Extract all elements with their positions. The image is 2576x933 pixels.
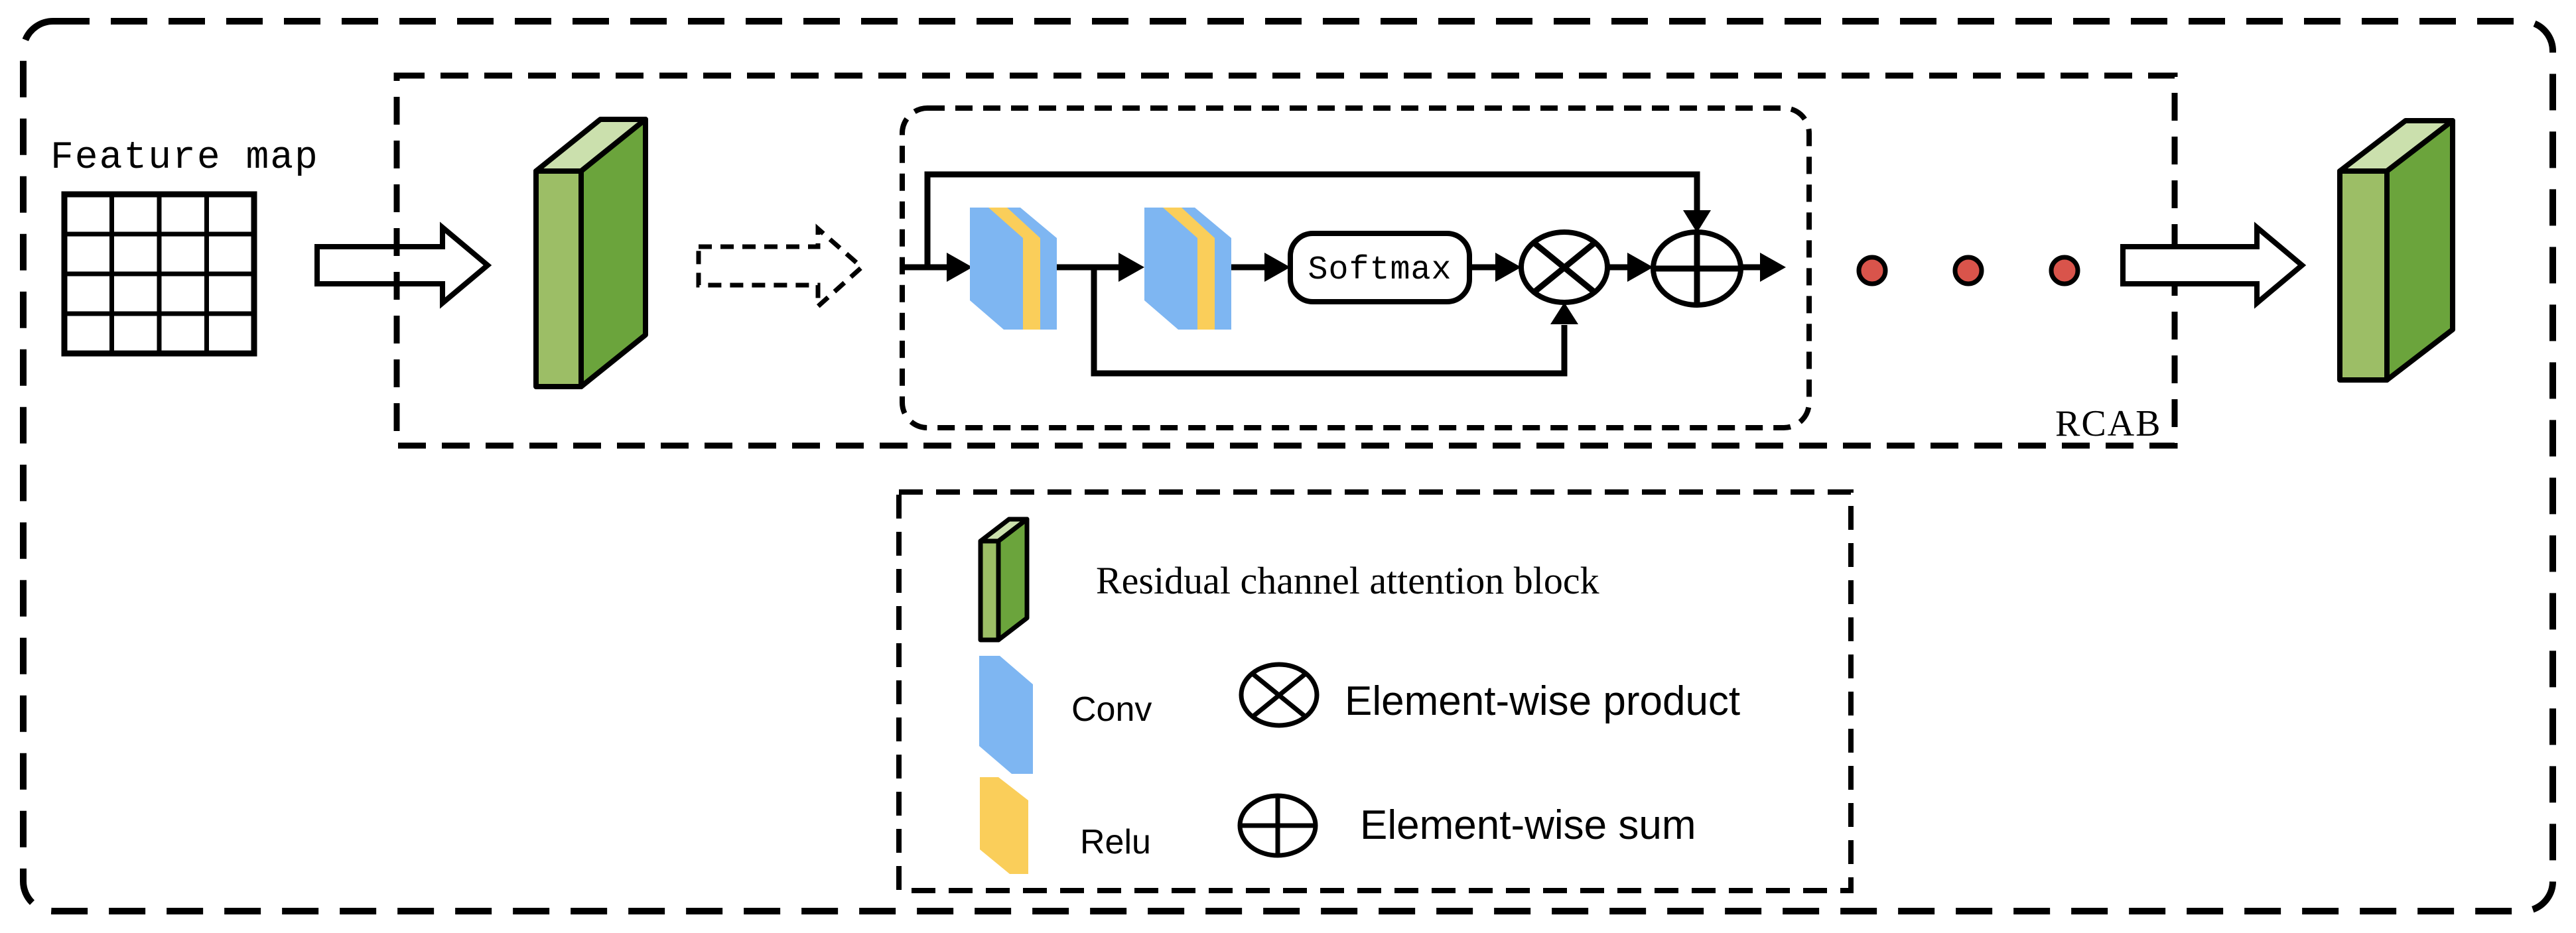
feature-map-grid-icon [61, 191, 257, 357]
legend-residual-label: Residual channel attention block [1096, 559, 1599, 602]
top-skip-connection [924, 171, 1700, 267]
middle-dashed-box [393, 72, 2178, 449]
connection-lines [904, 171, 1762, 377]
dashed-right-arrow-icon [696, 223, 866, 312]
relu-swatch-icon [980, 777, 1028, 874]
big-right-arrow-icon [2120, 221, 2307, 309]
inner-dashed-box [900, 105, 1812, 430]
red-dot-ellipsis-icon [1856, 255, 2080, 286]
softmax-label: Softmax [1308, 251, 1452, 289]
conv-swatch-icon [979, 656, 1033, 774]
element-wise-sum-icon [1651, 229, 1743, 308]
residual-block-input [533, 117, 648, 389]
arrow-heads [947, 210, 1786, 324]
arrowhead-output [1760, 253, 1786, 282]
legend-sum-label: Element-wise sum [1360, 802, 1696, 848]
rcab-label: RCAB [2055, 403, 2162, 444]
softmax-node: Softmax [1288, 231, 1472, 304]
outer-dashed-box [20, 18, 2556, 914]
element-wise-product-icon [1519, 229, 1610, 305]
legend-relu-label: Relu [1080, 823, 1151, 861]
element-wise-sum-icon [1237, 793, 1318, 858]
arrowhead-into-sum [1627, 253, 1653, 282]
arrowhead-into-conv1 [947, 253, 973, 282]
bottom-skip-connection [1091, 267, 1568, 377]
arrowhead-into-conv2 [1119, 253, 1144, 282]
legend-conv-label: Conv [1071, 690, 1152, 729]
feature-map-label: Feature map [50, 137, 319, 180]
arrowhead-down-into-sum [1683, 210, 1711, 233]
arrowhead-into-softmax [1264, 253, 1290, 282]
legend-product-label: Element-wise product [1345, 678, 1740, 724]
legend: Residual channel attention block Conv El… [896, 489, 1854, 893]
residual-block-icon [978, 517, 1030, 643]
big-right-arrow-icon [314, 221, 492, 309]
residual-block-output [2337, 118, 2455, 383]
arrowhead-up-into-product [1550, 302, 1578, 324]
arrowhead-into-product [1495, 253, 1521, 282]
legend-dashed-box [896, 489, 1854, 893]
element-wise-product-icon [1239, 662, 1320, 728]
conv-relu-slab-icon [970, 208, 1057, 330]
conv-relu-slab-icon [1144, 208, 1231, 330]
